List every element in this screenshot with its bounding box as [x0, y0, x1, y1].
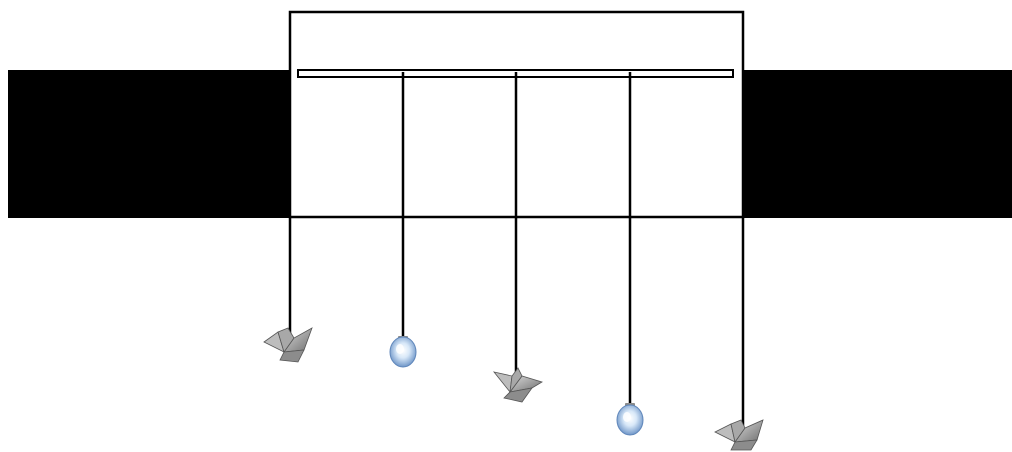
- paper-crane-icon: [263, 327, 313, 363]
- left-black-band: [8, 70, 290, 218]
- light-bulb-icon: [616, 403, 644, 436]
- right-black-band: [743, 70, 1012, 218]
- paper-crane-icon: [714, 419, 764, 451]
- paper-crane-icon: [492, 367, 543, 403]
- light-bulb-icon: [389, 336, 417, 368]
